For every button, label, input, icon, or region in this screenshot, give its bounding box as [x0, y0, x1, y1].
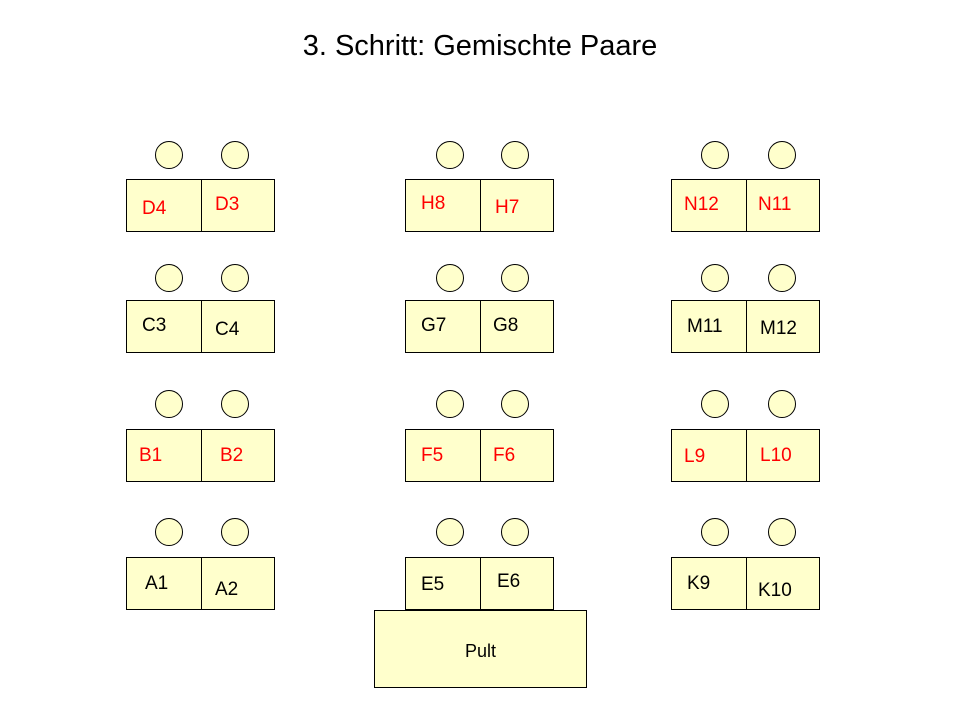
chair [436, 390, 464, 418]
seat-label-m12: M12 [760, 318, 797, 339]
chair [768, 390, 796, 418]
chair [701, 141, 729, 169]
chair [501, 264, 529, 292]
chair [768, 264, 796, 292]
seat-label-e6: E6 [497, 571, 521, 592]
desk [671, 557, 820, 610]
chair [701, 264, 729, 292]
chair [155, 264, 183, 292]
seat-label-c3: C3 [142, 315, 167, 336]
chair [501, 518, 529, 546]
seat-label-l10: L10 [760, 445, 792, 466]
chair [221, 518, 249, 546]
chair [701, 518, 729, 546]
chair [436, 518, 464, 546]
page-title: 3. Schritt: Gemischte Paare [302, 30, 658, 62]
desk [671, 300, 820, 353]
seat-label-h7: H7 [495, 197, 520, 218]
chair [436, 141, 464, 169]
seat-label-b1: B1 [139, 445, 163, 466]
seat-label-n11: N11 [758, 194, 792, 215]
desk [126, 557, 275, 610]
chair [501, 141, 529, 169]
seat-label-f6: F6 [493, 445, 516, 466]
desk [126, 179, 275, 232]
seat-label-g7: G7 [421, 315, 447, 336]
desk [405, 557, 554, 610]
desk [405, 429, 554, 482]
chair [221, 264, 249, 292]
chair [436, 264, 464, 292]
seat-label-a1: A1 [145, 573, 169, 594]
chair [221, 141, 249, 169]
chair [768, 518, 796, 546]
seat-label-c4: C4 [215, 319, 240, 340]
desk [405, 179, 554, 232]
seat-label-b2: B2 [220, 445, 244, 466]
desk [671, 429, 820, 482]
desk [126, 429, 275, 482]
seat-label-l9: L9 [684, 446, 706, 467]
seat-label-e5: E5 [421, 574, 445, 595]
seat-label-h8: H8 [421, 193, 446, 214]
seat-label-d4: D4 [142, 198, 167, 219]
chair [155, 141, 183, 169]
seat-label-m11: M11 [687, 316, 723, 337]
seat-label-k10: K10 [758, 580, 792, 601]
chair [501, 390, 529, 418]
seat-label-f5: F5 [421, 445, 444, 466]
teacher-desk-label: Pult [464, 641, 497, 661]
seat-label-k9: K9 [687, 573, 711, 594]
chair [768, 141, 796, 169]
desk [405, 300, 554, 353]
chair [155, 518, 183, 546]
chair [155, 390, 183, 418]
seat-label-n12: N12 [684, 194, 719, 215]
chair [221, 390, 249, 418]
desk [126, 300, 275, 353]
seat-label-g8: G8 [493, 315, 519, 336]
chair [701, 390, 729, 418]
desk [671, 179, 820, 232]
seat-label-d3: D3 [215, 194, 240, 215]
seat-label-a2: A2 [215, 579, 239, 600]
teacher-desk: Pult [374, 610, 587, 688]
